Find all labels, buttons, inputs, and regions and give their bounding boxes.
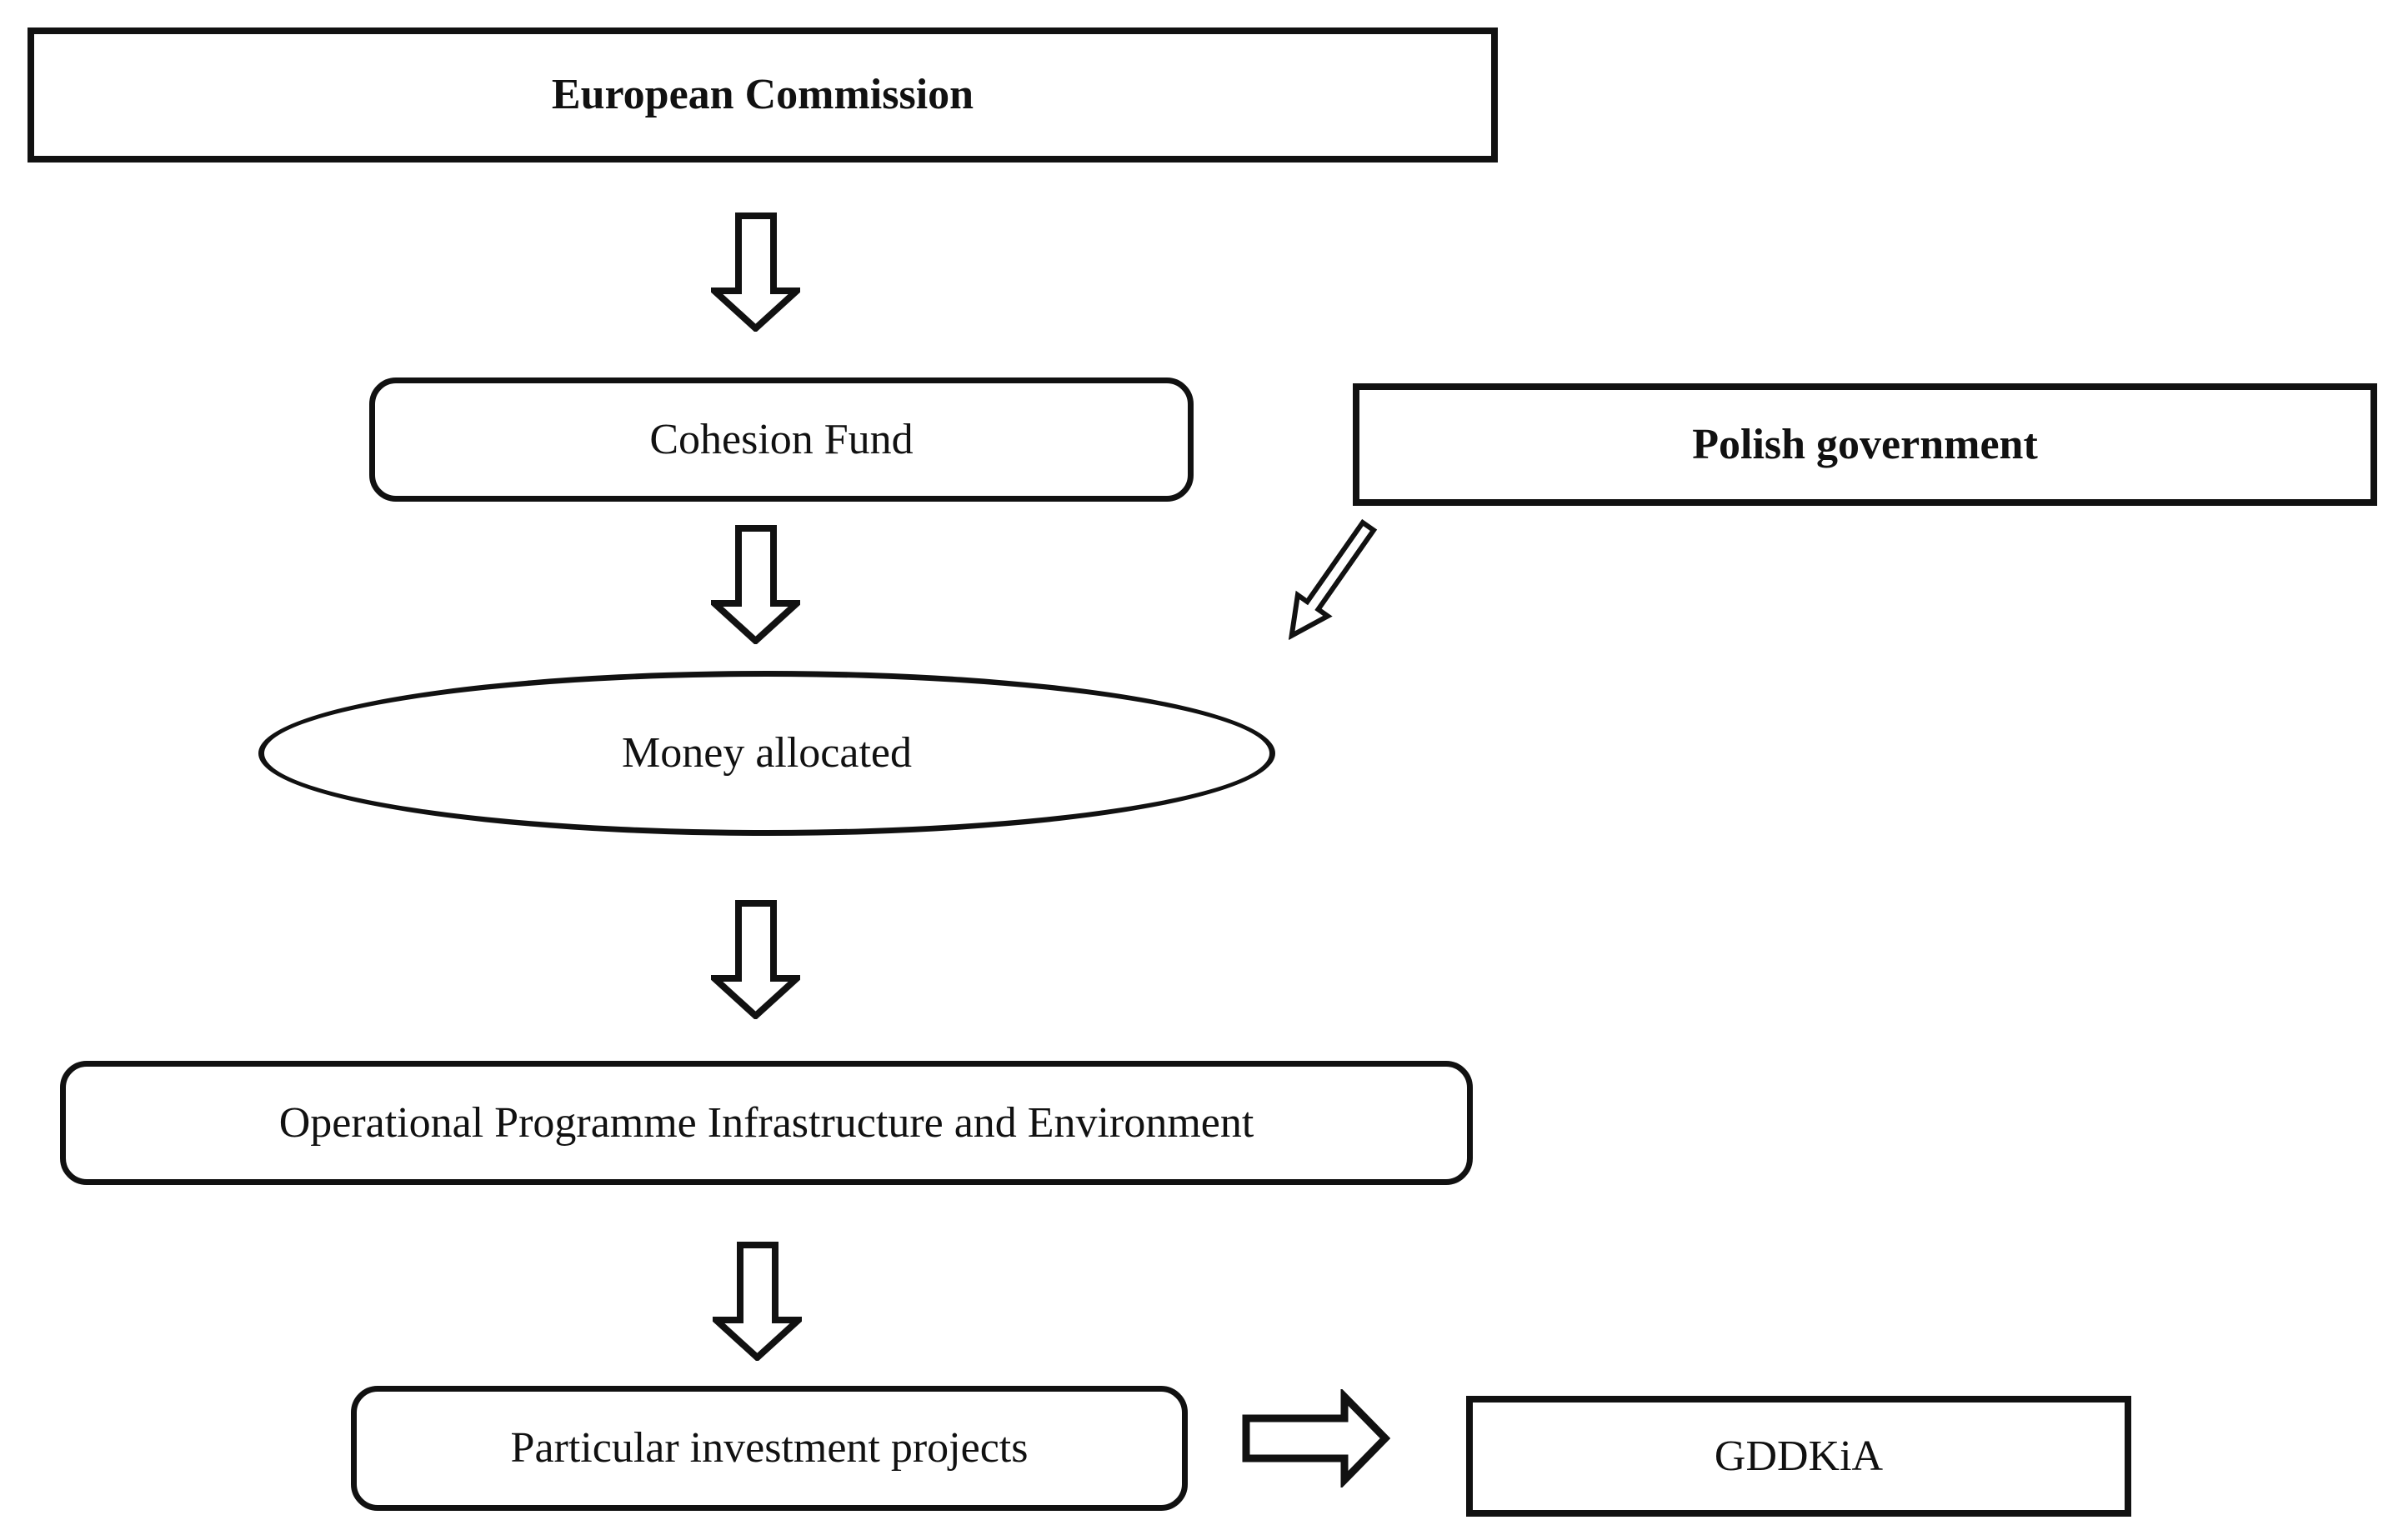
node-operational-programme-label: Operational Programme Infrastructure and… xyxy=(278,1098,1254,1147)
node-money-allocated: Money allocated xyxy=(258,671,1275,836)
diagonal-arrow-polish-government-to-money-allocated xyxy=(1288,518,1378,641)
node-cohesion-fund-label: Cohesion Fund xyxy=(649,415,914,463)
node-investment-projects-label: Particular investment projects xyxy=(510,1424,1029,1472)
node-operational-programme: Operational Programme Infrastructure and… xyxy=(60,1061,1473,1185)
node-gddkia: GDDKiA xyxy=(1466,1396,2131,1517)
down-arrow-cohesion-fund-to-money-allocated xyxy=(711,525,800,644)
node-polish-government-label: Polish government xyxy=(1692,420,2038,468)
node-cohesion-fund: Cohesion Fund xyxy=(369,378,1194,502)
down-arrow-ec-to-cohesion-fund xyxy=(711,212,800,332)
node-european-commission: European Commission xyxy=(28,28,1498,162)
right-arrow-investment-projects-to-gddkia xyxy=(1242,1389,1390,1488)
down-arrow-operational-programme-to-investment-projects xyxy=(713,1242,802,1361)
node-investment-projects: Particular investment projects xyxy=(351,1386,1188,1511)
down-arrow-money-allocated-to-operational-programme xyxy=(711,900,800,1019)
node-polish-government: Polish government xyxy=(1353,383,2377,506)
node-european-commission-label: European Commission xyxy=(551,71,974,119)
node-money-allocated-label: Money allocated xyxy=(622,729,912,778)
node-gddkia-label: GDDKiA xyxy=(1714,1432,1884,1480)
